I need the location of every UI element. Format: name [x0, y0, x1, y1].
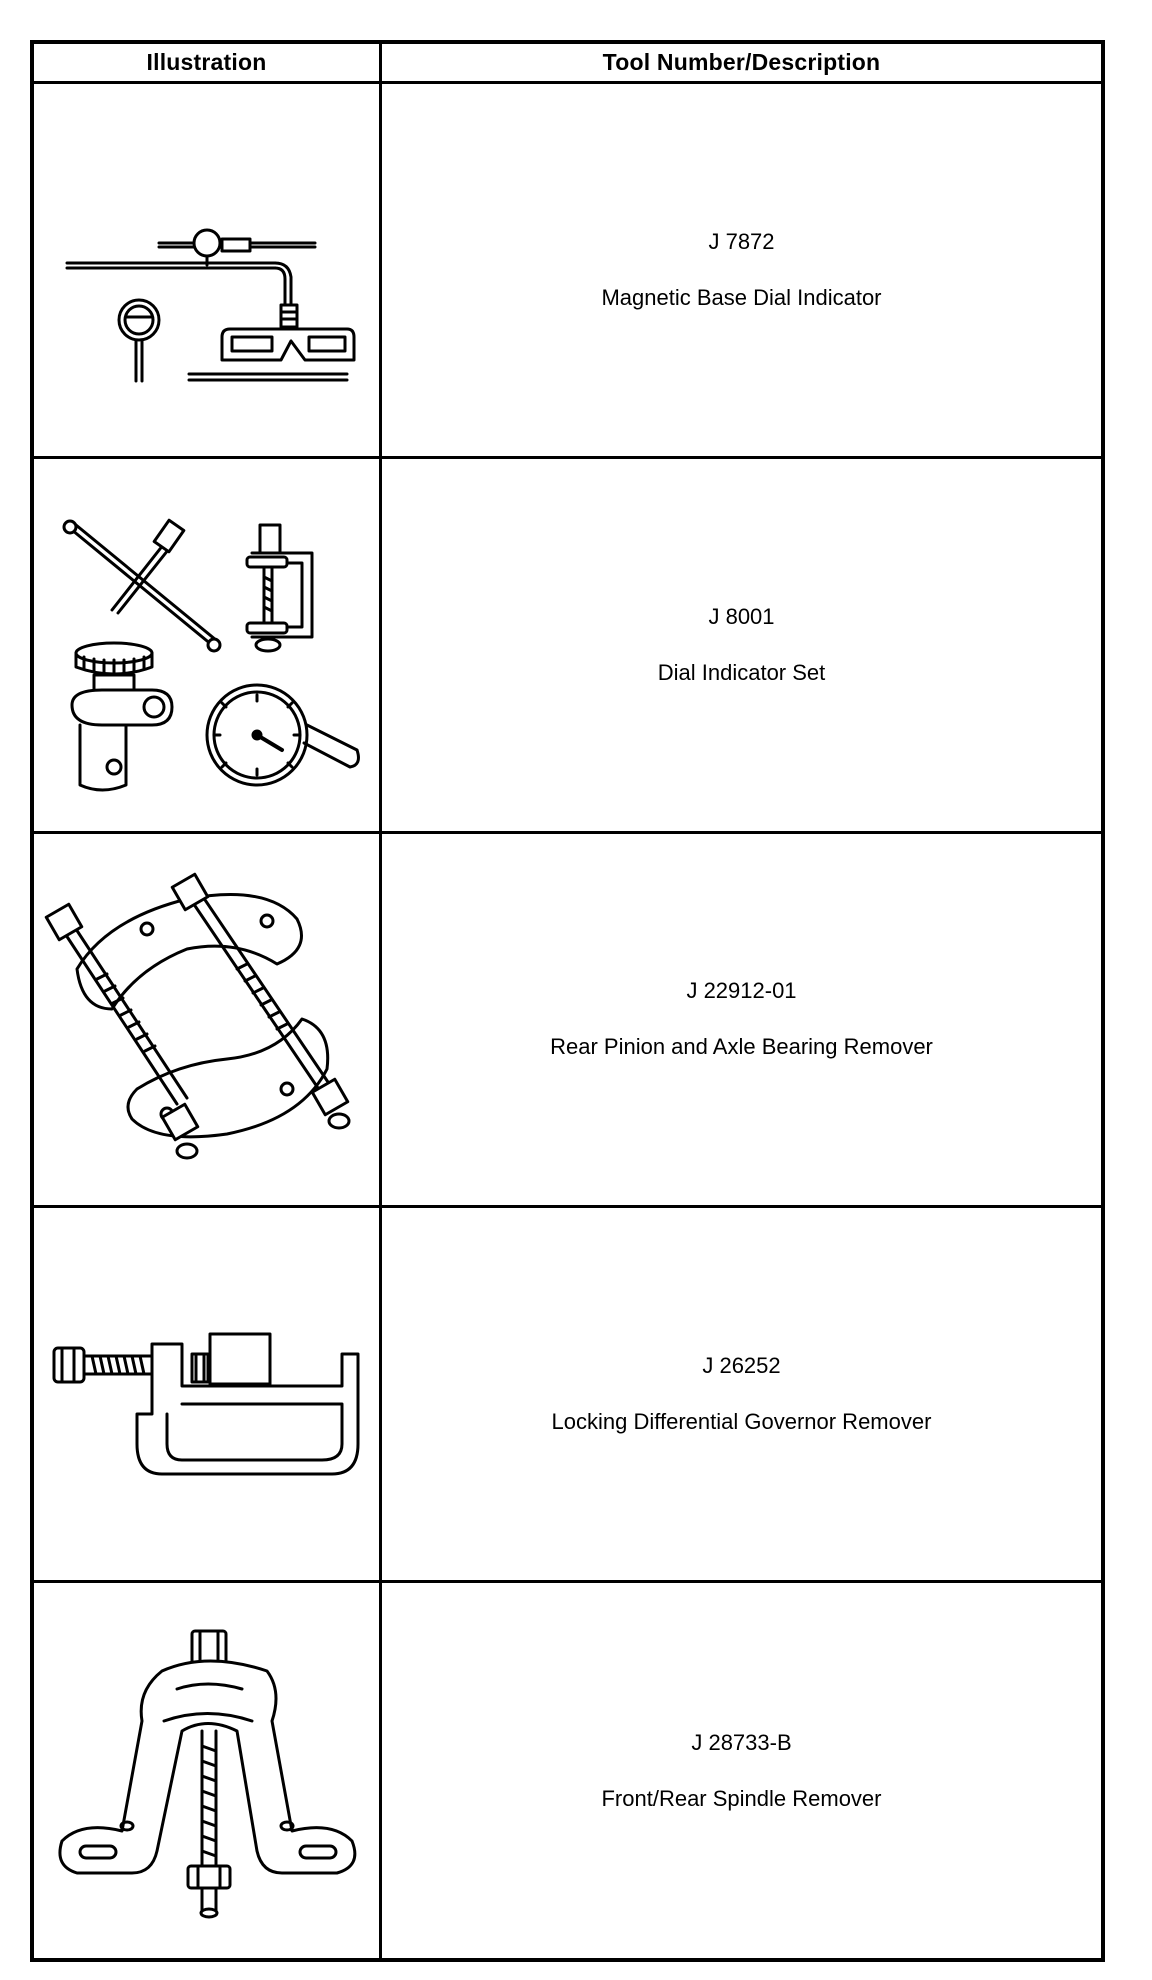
table-row-illustration [34, 458, 382, 834]
table-row-description: J 8001 Dial Indicator Set [382, 459, 1101, 834]
tool-number: J 22912-01 [686, 978, 797, 1004]
bearing-remover-icon [44, 873, 350, 1160]
tool-description: Magnetic Base Dial Indicator [601, 284, 882, 310]
header-tool-number-description: Tool Number/Description [382, 44, 1101, 84]
governor-remover-icon [52, 1332, 359, 1476]
tool-description: Front/Rear Spindle Remover [601, 1785, 882, 1811]
spindle-remover-icon [57, 1629, 356, 1919]
tool-number: J 7872 [708, 228, 775, 254]
table-row-description: J 26252 Locking Differential Governor Re… [382, 1208, 1101, 1584]
tool-description: Rear Pinion and Axle Bearing Remover [550, 1034, 933, 1060]
tool-number: J 28733-B [691, 1729, 792, 1755]
tool-number: J 26252 [702, 1353, 781, 1379]
magnetic-base-dial-indicator-icon [65, 228, 355, 383]
tool-number: J 8001 [708, 603, 775, 629]
table-row-illustration [34, 1583, 382, 1958]
tool-table: Illustration Tool Number/Description [30, 40, 1105, 1962]
table-row-illustration [34, 1208, 382, 1584]
tool-description: Locking Differential Governor Remover [551, 1409, 932, 1435]
table-row-description: J 22912-01 Rear Pinion and Axle Bearing … [382, 834, 1101, 1209]
dial-indicator-set-icon [62, 518, 360, 792]
tool-description: Dial Indicator Set [657, 659, 826, 685]
table-row-illustration [34, 84, 382, 459]
table-row-illustration [34, 833, 382, 1209]
table-row-description: J 28733-B Front/Rear Spindle Remover [382, 1583, 1101, 1958]
table-row-description: J 7872 Magnetic Base Dial Indicator [382, 84, 1101, 459]
header-illustration: Illustration [34, 44, 382, 84]
